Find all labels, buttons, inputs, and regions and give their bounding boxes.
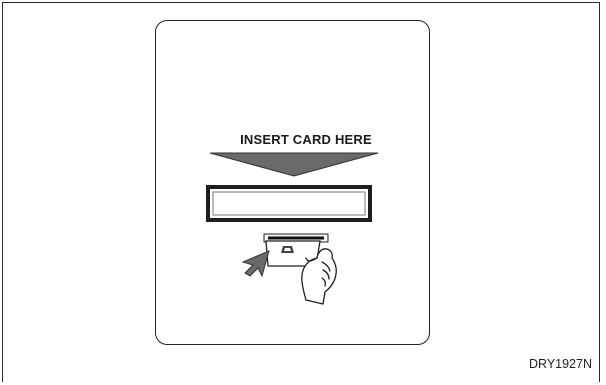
down-arrow-icon <box>210 153 378 176</box>
push-arrow-icon <box>243 251 269 276</box>
figure-id: DRY1927N <box>529 357 592 371</box>
